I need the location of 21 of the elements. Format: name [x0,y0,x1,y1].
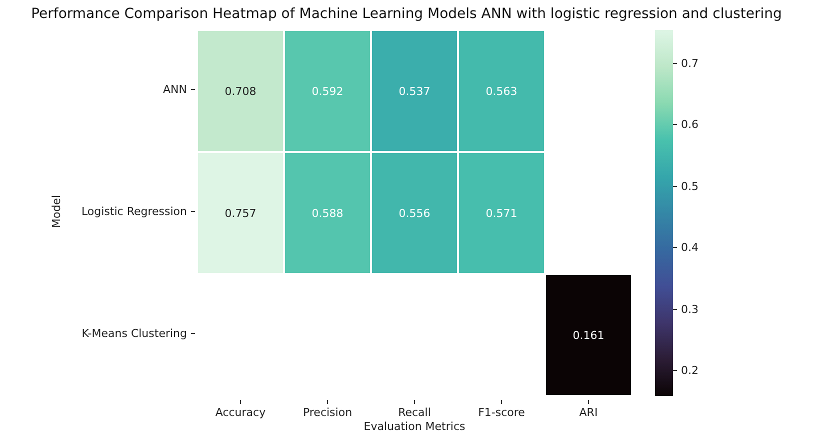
colorbar-tick-label: 0.6 [673,118,698,132]
axis-label: Model [50,194,64,228]
heatmap-cell: 0.757 [197,152,284,274]
heatmap-cell: 0.161 [545,274,632,396]
colorbar-tick-label: 0.5 [673,180,698,193]
heatmap-cell: 0.537 [371,30,458,152]
colorbar-tick-label: 0.2 [673,364,698,378]
colorbar-tick-label: 0.7 [673,57,698,70]
row-label: Logistic Regression [81,205,195,218]
heatmap-cell: 0.708 [197,30,284,152]
chart-title: Performance Comparison Heatmap of Machine Learning Models ANN with logistic regression and clustering [30,6,783,22]
colorbar-tick-label: 0.4 [673,241,698,254]
heatmap-cell: 0.571 [458,152,545,274]
heatmap-cell: 0.563 [458,30,545,152]
colorbar-tick-label: 0.3 [673,302,698,316]
heatmap-cell: 0.556 [371,152,458,274]
row-label: K-Means Clustering [82,327,195,340]
row-label: ANN [163,83,195,96]
axis-label: Evaluation Metrics [362,420,466,433]
heatmap-cell: 0.592 [284,30,371,152]
heatmap-cell: 0.588 [284,152,371,274]
